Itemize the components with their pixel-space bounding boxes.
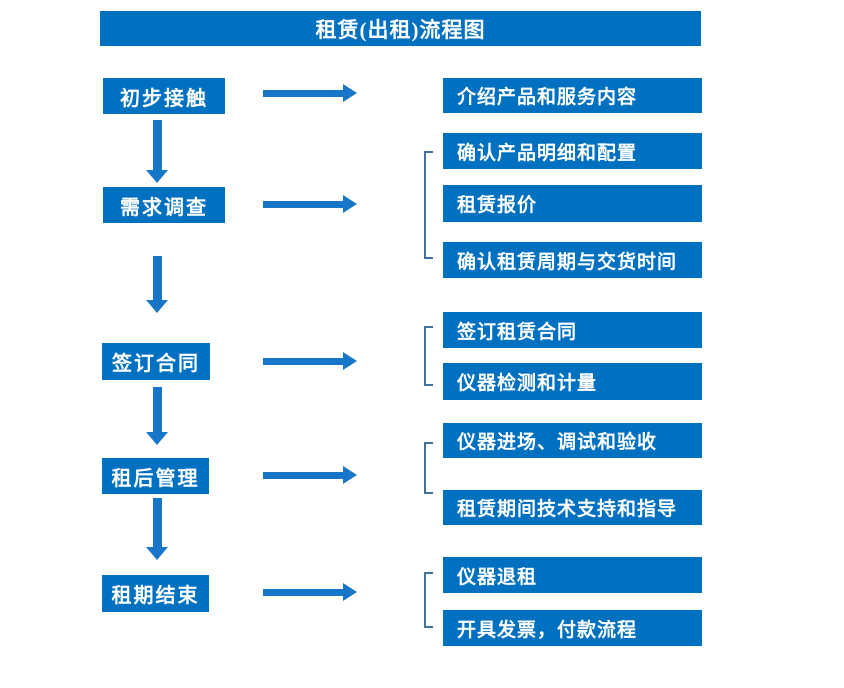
- output-box-rental-quotation: 租赁报价: [443, 185, 702, 222]
- arrow-head: [343, 195, 357, 213]
- down-arrow-icon: [146, 498, 168, 560]
- output-box-technical-support: 租赁期间技术支持和指导: [443, 490, 702, 525]
- output-box-instrument-entry-acceptance: 仪器进场、调试和验收: [443, 423, 702, 458]
- down-arrow-icon: [146, 387, 168, 445]
- arrow-head: [146, 547, 168, 560]
- arrow-head: [343, 84, 357, 102]
- right-arrow-icon: [263, 466, 357, 485]
- arrow-head: [343, 583, 357, 601]
- step-box-demand-survey: 需求调查: [103, 187, 225, 223]
- right-arrow-icon: [263, 84, 357, 103]
- right-arrow-icon: [263, 583, 357, 602]
- arrow-head: [343, 352, 357, 370]
- arrow-head: [146, 300, 168, 313]
- flowchart-title: 租赁(出租)流程图: [100, 11, 701, 46]
- arrow-head: [146, 170, 168, 183]
- down-arrow-icon: [146, 256, 168, 313]
- arrow-shaft: [263, 358, 343, 365]
- arrow-shaft: [152, 256, 162, 300]
- arrow-head: [343, 466, 357, 484]
- output-box-sign-rental-contract: 签订租赁合同: [443, 312, 702, 348]
- arrow-head: [146, 432, 168, 445]
- step-box-post-rental-management: 租后管理: [102, 458, 209, 494]
- output-box-confirm-rental-period: 确认租赁周期与交货时间: [443, 242, 702, 278]
- arrow-shaft: [263, 472, 343, 479]
- arrow-shaft: [152, 387, 162, 432]
- output-box-introduce-products: 介绍产品和服务内容: [443, 78, 702, 113]
- output-box-invoice-payment: 开具发票，付款流程: [443, 610, 702, 646]
- arrow-shaft: [152, 120, 162, 170]
- output-box-confirm-product-details: 确认产品明细和配置: [443, 133, 702, 169]
- arrow-shaft: [263, 90, 343, 97]
- group-bracket: [424, 442, 433, 494]
- group-bracket: [424, 572, 433, 628]
- group-bracket: [424, 326, 433, 386]
- arrow-shaft: [263, 201, 343, 208]
- group-bracket: [424, 151, 433, 259]
- step-box-rental-end: 租期结束: [102, 575, 209, 612]
- arrow-shaft: [152, 498, 162, 547]
- right-arrow-icon: [263, 195, 357, 214]
- arrow-shaft: [263, 589, 343, 596]
- output-box-instrument-testing: 仪器检测和计量: [443, 363, 702, 400]
- right-arrow-icon: [263, 352, 357, 371]
- down-arrow-icon: [146, 120, 168, 183]
- output-box-instrument-return: 仪器退租: [443, 557, 702, 593]
- step-box-sign-contract: 签订合同: [102, 343, 210, 380]
- step-box-initial-contact: 初步接触: [103, 78, 225, 114]
